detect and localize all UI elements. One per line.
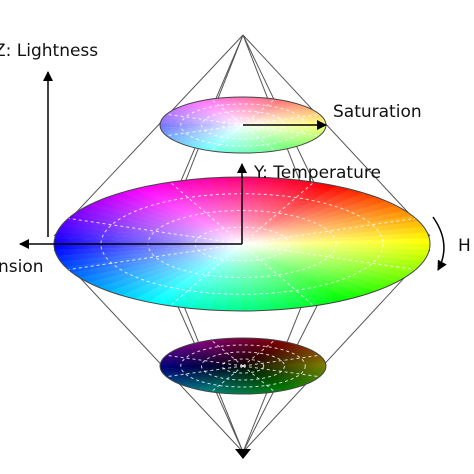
saturation-label: Saturation [333,102,422,122]
grid-spoke [241,217,416,245]
grid-spoke [242,354,320,367]
grid-spoke [242,365,276,393]
grid-spoke [241,243,315,307]
grid-spoke [166,113,244,126]
grid-ring [180,344,306,388]
grid-spoke [210,365,244,393]
grid-spoke [210,124,244,152]
grid-spoke [166,365,244,378]
grid-spoke [242,124,320,137]
grid-spoke [210,98,244,126]
grid-spoke [242,98,276,126]
bottom-disc [159,337,327,395]
hue-arrow [432,216,447,271]
grid-spoke [166,354,244,367]
top-disc [159,96,327,154]
lightness-axis-label: Z: Lightness [0,41,98,61]
grid-spoke [68,217,243,245]
grid-spoke [242,124,276,152]
bottom-apex-arrow [235,449,251,459]
grid-spoke [242,365,320,378]
grid-spoke [241,181,315,245]
grid-spoke [169,243,243,307]
grid-spoke [169,181,243,245]
grid-ring [201,351,285,381]
hue-label: H [458,236,471,256]
grid-spoke [68,243,243,271]
grid-spoke [210,339,244,367]
grid-spoke [242,339,276,367]
grid-ring [221,358,265,374]
middle-disc [53,176,431,312]
grid-spoke [166,124,244,137]
tension-axis-label: nsion [0,257,44,277]
temperature-axis-label: Y: Temperature [253,163,381,183]
grid-spoke [242,113,320,126]
grid-spoke [241,243,416,271]
